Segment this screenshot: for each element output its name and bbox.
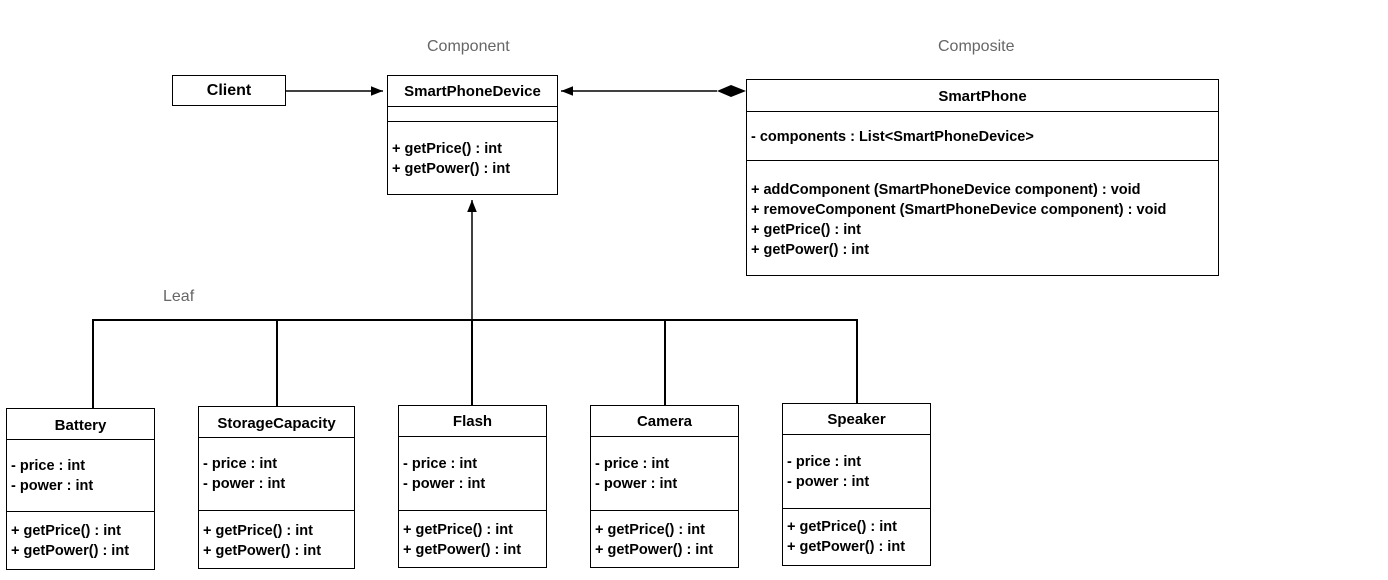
leaf-method: + getPower() : int xyxy=(203,543,322,559)
composite-class-box[interactable]: SmartPhone - components : List<SmartPhon… xyxy=(746,79,1219,276)
leaf-method: + getPrice() : int xyxy=(403,522,513,538)
leaf-method: + getPrice() : int xyxy=(203,523,313,539)
leaf-method: + getPower() : int xyxy=(787,539,906,555)
composition-diamond-icon xyxy=(717,85,746,97)
composite-method: + getPower() : int xyxy=(751,242,870,258)
leaf-method: + getPrice() : int xyxy=(787,519,897,535)
leaf-method-list: + getPrice() : int + getPower() : int xyxy=(591,520,738,560)
leaf-class-box-storagecapacity[interactable]: StorageCapacity - price : int - power : … xyxy=(198,406,355,569)
composite-attribute-list: - components : List<SmartPhoneDevice> xyxy=(747,127,1218,147)
leaf-attribute: - price : int xyxy=(403,456,478,472)
leaf-attribute: - power : int xyxy=(403,476,486,492)
leaf-attribute: - price : int xyxy=(203,456,278,472)
leaf-method-list: + getPrice() : int + getPower() : int xyxy=(783,517,930,557)
leaf-attribute-list: - price : int - power : int xyxy=(199,454,354,511)
leaf-method-list: + getPrice() : int + getPower() : int xyxy=(7,521,154,561)
composite-method: + getPrice() : int xyxy=(751,222,861,238)
composite-method: + removeComponent (SmartPhoneDevice comp… xyxy=(751,202,1167,218)
leaf-class-box-flash[interactable]: Flash - price : int - power : int + getP… xyxy=(398,405,547,568)
leaf-attribute: - price : int xyxy=(11,458,86,474)
component-class-box[interactable]: SmartPhoneDevice + getPrice() : int + ge… xyxy=(387,75,558,195)
composite-divider xyxy=(747,160,1218,161)
leaf-class-box-battery[interactable]: Battery - price : int - power : int + ge… xyxy=(6,408,155,570)
leaf-attribute: - price : int xyxy=(595,456,670,472)
leaf-class-name: Battery xyxy=(7,409,154,440)
leaf-method-list: + getPrice() : int + getPower() : int xyxy=(199,521,354,561)
component-method-list: + getPrice() : int + getPower() : int xyxy=(388,139,557,179)
leaf-method: + getPrice() : int xyxy=(11,523,121,539)
leaf-attribute: - power : int xyxy=(595,476,678,492)
leaf-class-name: StorageCapacity xyxy=(199,407,354,438)
leaf-method-list: + getPrice() : int + getPower() : int xyxy=(399,520,546,560)
leaf-attribute: - price : int xyxy=(787,454,862,470)
leaf-attribute-list: - price : int - power : int xyxy=(399,454,546,511)
leaf-class-name: Camera xyxy=(591,406,738,437)
component-class-name: SmartPhoneDevice xyxy=(388,76,557,107)
leaf-attribute-list: - price : int - power : int xyxy=(7,456,154,512)
component-caption: Component xyxy=(427,38,510,55)
leaf-method: + getPrice() : int xyxy=(595,522,705,538)
leaf-class-name: Speaker xyxy=(783,404,930,435)
leaf-method: + getPower() : int xyxy=(595,542,714,558)
leaf-attribute: - power : int xyxy=(203,476,286,492)
component-method: + getPrice() : int xyxy=(392,141,502,157)
leaf-caption: Leaf xyxy=(163,288,195,305)
composite-attribute: - components : List<SmartPhoneDevice> xyxy=(751,129,1034,145)
leaf-class-box-camera[interactable]: Camera - price : int - power : int + get… xyxy=(590,405,739,568)
leaf-class-name: Flash xyxy=(399,406,546,437)
composite-method-list: + addComponent (SmartPhoneDevice compone… xyxy=(747,180,1218,260)
leaf-attribute-list: - price : int - power : int xyxy=(783,452,930,509)
component-method: + getPower() : int xyxy=(392,161,511,177)
composite-class-name: SmartPhone xyxy=(747,80,1218,112)
composite-caption: Composite xyxy=(938,38,1015,55)
composite-method: + addComponent (SmartPhoneDevice compone… xyxy=(751,182,1141,198)
leaf-attribute-list: - price : int - power : int xyxy=(591,454,738,511)
leaf-attribute: - power : int xyxy=(11,478,94,494)
leaf-attribute: - power : int xyxy=(787,474,870,490)
leaf-method: + getPower() : int xyxy=(11,543,130,559)
client-class-name: Client xyxy=(206,82,252,99)
leaf-class-box-speaker[interactable]: Speaker - price : int - power : int + ge… xyxy=(782,403,931,566)
leaf-method: + getPower() : int xyxy=(403,542,522,558)
client-class-box[interactable]: Client xyxy=(172,75,286,106)
component-attribute-section xyxy=(388,107,557,122)
